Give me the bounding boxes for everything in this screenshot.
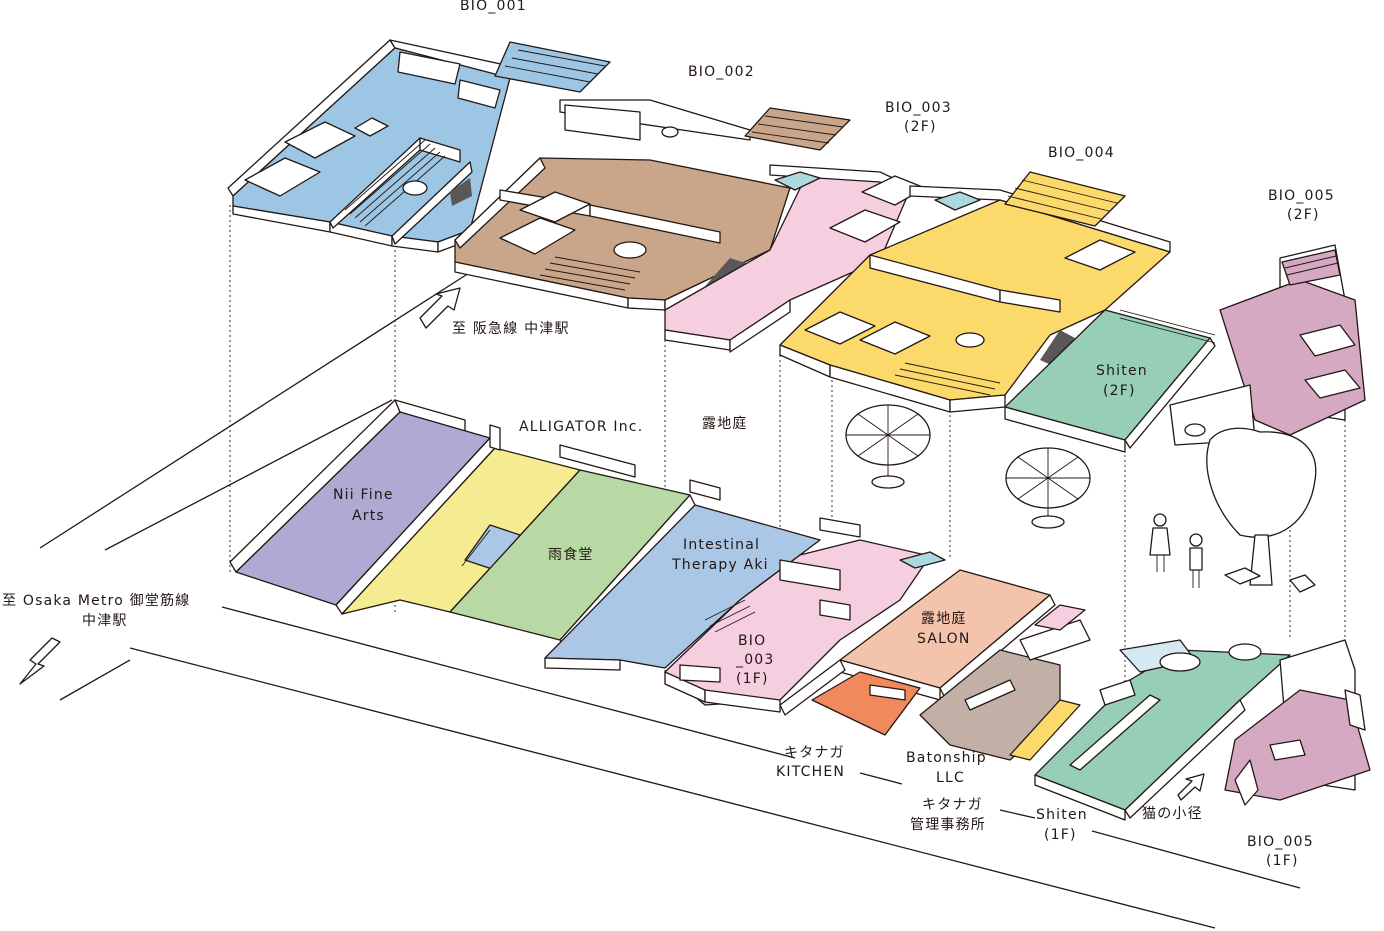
arrow-to-hankyu-icon bbox=[419, 287, 461, 329]
label-kitanaga-office-2: 管理事務所 bbox=[910, 817, 986, 833]
shiten-1f-round-table-2 bbox=[1228, 643, 1262, 661]
label-ame-shokudo: 雨食堂 bbox=[548, 546, 594, 563]
label-alligator: ALLIGATOR Inc. bbox=[519, 419, 643, 435]
bio-001-unit bbox=[227, 39, 511, 253]
label-bio-005-1f-floor: (1F) bbox=[1266, 853, 1299, 869]
label-rojitei-salon-2: SALON bbox=[917, 631, 971, 647]
bio-001-table bbox=[354, 117, 389, 137]
bio-002-round-table bbox=[613, 241, 647, 259]
bio-004-unit bbox=[779, 185, 1171, 413]
label-kitanaga-kitchen-2: KITCHEN bbox=[776, 764, 845, 780]
parasol-2 bbox=[1005, 447, 1091, 529]
label-kitanaga-office-1: キタナガ bbox=[922, 797, 983, 813]
label-shiten-1f: Shiten bbox=[1036, 807, 1088, 823]
bio-004-bed bbox=[804, 311, 876, 345]
label-bio-003-1f-1: BIO bbox=[738, 633, 766, 649]
rojitei-salon-unit bbox=[839, 569, 1056, 701]
bio-002-stairs bbox=[539, 256, 641, 291]
label-batonship-1: Batonship bbox=[906, 750, 987, 766]
label-neko-no-komichi: 猫の小径 bbox=[1142, 806, 1203, 822]
shiten-2f-unit bbox=[1004, 309, 1216, 453]
bio-003-1f-stairs bbox=[704, 599, 756, 633]
bio-005-2f-unit bbox=[1169, 244, 1366, 446]
arrow-to-metro-icon bbox=[19, 637, 61, 685]
tree bbox=[1206, 427, 1317, 593]
label-bio-002: BIO_002 bbox=[688, 64, 755, 80]
bio-003-1f-unit bbox=[664, 517, 946, 713]
parasol-1 bbox=[845, 404, 931, 489]
label-hankyu: 至 阪急線 中津駅 bbox=[452, 321, 570, 337]
label-osaka-metro-1: 至 Osaka Metro 御堂筋線 bbox=[2, 592, 190, 609]
bio-004-bed-3 bbox=[1064, 239, 1136, 271]
label-bio-003-1f-2: _003 bbox=[735, 652, 775, 668]
bio-004-stairs bbox=[894, 362, 1001, 396]
nii-fine-arts-unit bbox=[229, 399, 496, 615]
bio-002-bed bbox=[499, 217, 576, 255]
bio-004-balcony bbox=[1004, 171, 1126, 227]
bio-001-round-table bbox=[402, 180, 428, 196]
label-shiten-1f-floor: (1F) bbox=[1044, 827, 1077, 843]
label-bio-004: BIO_004 bbox=[1048, 145, 1115, 161]
label-bio-003-2f-floor: (2F) bbox=[904, 119, 937, 135]
arrow-neko-icon bbox=[1177, 773, 1205, 801]
bio-003-bed bbox=[829, 209, 901, 243]
label-bio-005-1f: BIO_005 bbox=[1247, 834, 1314, 850]
label-nii-fine-arts-1: Nii Fine bbox=[333, 487, 394, 503]
label-osaka-metro-2: 中津駅 bbox=[82, 613, 128, 629]
shiten-1f-round-table bbox=[1159, 652, 1201, 672]
people bbox=[1149, 513, 1203, 588]
labels: BIO_001 BIO_002 BIO_003 (2F) BIO_004 BIO… bbox=[2, 0, 1335, 869]
label-bio-005-2f: BIO_005 bbox=[1268, 188, 1335, 204]
bio-005-1f-unit bbox=[1224, 639, 1371, 806]
bio-002-bed-2 bbox=[519, 191, 591, 223]
bio-002-balcony bbox=[744, 107, 851, 151]
intestinal-therapy-unit bbox=[544, 479, 821, 671]
kitanaga-kitchen-unit bbox=[779, 659, 921, 736]
street-lines bbox=[39, 265, 1301, 929]
bio-003-2f-unit bbox=[664, 164, 926, 353]
label-batonship-2: LLC bbox=[936, 770, 965, 786]
label-bio-005-2f-floor: (2F) bbox=[1287, 207, 1320, 223]
bio-004-bed-2 bbox=[859, 321, 931, 355]
label-nii-fine-arts-2: Arts bbox=[352, 508, 385, 524]
label-bio-003-1f-3: (1F) bbox=[736, 671, 769, 687]
label-intestinal-2: Therapy Aki bbox=[671, 557, 769, 573]
label-bio-003-2f: BIO_003 bbox=[885, 100, 952, 116]
label-rojitei-salon-1: 露地庭 bbox=[921, 610, 967, 627]
label-shiten-2f-floor: (2F) bbox=[1103, 383, 1136, 399]
label-intestinal-1: Intestinal bbox=[683, 537, 760, 553]
label-rojitei: 露地庭 bbox=[702, 415, 748, 432]
label-shiten-2f: Shiten bbox=[1096, 363, 1148, 379]
label-kitanaga-kitchen-1: キタナガ bbox=[784, 745, 845, 761]
bio-004-round-table bbox=[955, 332, 985, 348]
bio-001-balcony bbox=[494, 41, 611, 93]
bio-001-beds bbox=[244, 121, 356, 197]
shiten-1f-unit bbox=[1009, 604, 1291, 821]
label-bio-001: BIO_001 bbox=[460, 0, 527, 14]
